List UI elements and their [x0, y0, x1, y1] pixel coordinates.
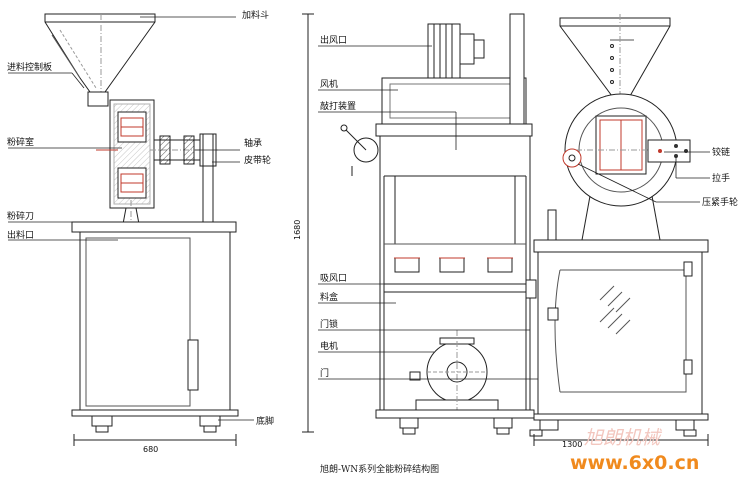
grinding-rotor-bottom: [120, 173, 144, 193]
label-belt-pulley: 皮带轮: [244, 154, 271, 166]
dimension-width-right: 1300: [562, 440, 582, 449]
dimension-height: 1680: [293, 220, 302, 240]
label-material-tray: 料盒: [320, 291, 338, 303]
left-side-view: [44, 13, 239, 446]
grinding-rotor-top: [120, 117, 144, 137]
label-discharge-port: 出料口: [7, 229, 34, 241]
watermark-site: www.6x0.cn: [570, 452, 699, 474]
label-air-outlet: 出风口: [320, 34, 347, 46]
label-fan: 风机: [320, 78, 338, 90]
label-base-foot: 底脚: [256, 415, 274, 427]
dimension-width-left: 680: [143, 445, 158, 454]
diagram-caption: 旭朗-WN系列全能粉碎结构图: [320, 463, 439, 475]
label-press-handwheel: 压紧手轮: [702, 196, 738, 208]
label-grinding-blade: 粉碎刀: [7, 210, 34, 222]
label-door-lock: 门锁: [320, 318, 338, 330]
front-view: [302, 13, 537, 435]
left-leaders: [8, 16, 254, 421]
right-side-view: [529, 14, 709, 446]
label-bearing: 轴承: [244, 137, 262, 149]
label-motor: 电机: [320, 340, 338, 352]
label-door: 门: [320, 367, 329, 379]
label-suction-port: 吸风口: [320, 273, 347, 284]
watermark: 旭朗机械 www.6x0.cn: [570, 427, 699, 474]
watermark-brand: 旭朗机械: [584, 427, 663, 449]
label-handle: 拉手: [712, 172, 730, 184]
center-leaders: [318, 45, 540, 380]
label-hinge: 铰链: [712, 146, 730, 158]
hopper-shape: [44, 13, 156, 93]
label-feed-control-plate: 进料控制板: [7, 61, 52, 73]
label-beater-device: 敲打装置: [320, 100, 356, 112]
right-leaders: [577, 151, 710, 203]
label-grinding-chamber: 粉碎室: [7, 136, 34, 148]
label-hopper: 加料斗: [242, 9, 269, 21]
